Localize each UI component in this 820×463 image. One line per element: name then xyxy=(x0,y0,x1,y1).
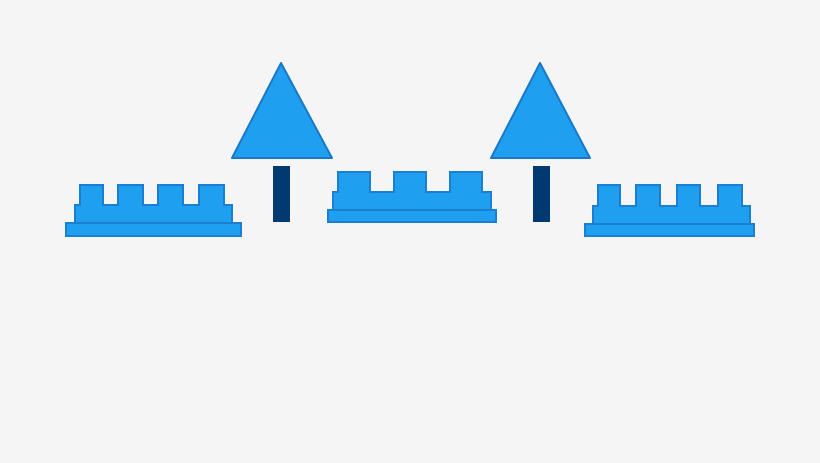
right-wall xyxy=(584,184,755,237)
middle-wall xyxy=(327,171,497,223)
left-wall xyxy=(65,184,242,237)
left-tower xyxy=(231,62,333,222)
right-tower xyxy=(490,62,591,222)
